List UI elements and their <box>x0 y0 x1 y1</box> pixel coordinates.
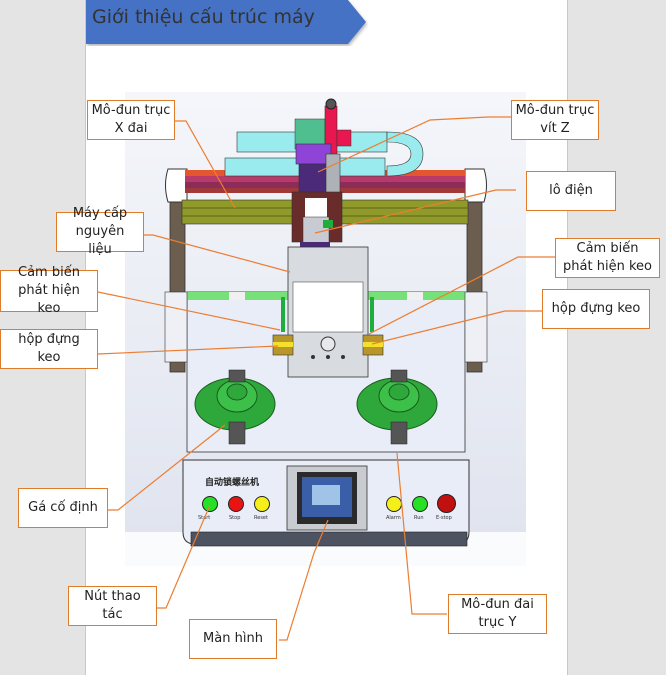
callout-glue-box-right: hộp đựng keo <box>542 289 650 329</box>
callout-buttons: Nút thao tác <box>68 586 157 626</box>
start-button-label: Start <box>198 515 211 521</box>
callout-x-axis-text: Mô-đun trục X đai <box>91 103 171 136</box>
emergency-stop-button[interactable] <box>437 494 456 513</box>
callout-glue-box-right-text: hộp đựng keo <box>551 301 641 316</box>
callout-glue-box-left: hộp đựng keo <box>0 329 98 369</box>
callout-electric-box: lô điện <box>526 171 616 211</box>
banner-arrow-shape <box>86 0 366 44</box>
machine-illustration <box>125 92 526 566</box>
callout-electric-text: lô điện <box>549 183 593 198</box>
callout-glue-box-left-text: hộp đựng keo <box>18 332 80 365</box>
page-title: Giới thiệu cấu trúc máy <box>92 6 315 28</box>
reset-button-label: Reset <box>254 515 268 521</box>
title-banner <box>86 0 366 44</box>
stop-button-label: Stop <box>229 515 241 521</box>
callout-fixture: Gá cố định <box>18 488 108 528</box>
callout-feeder: Máy cấp nguyên liệu <box>56 206 144 257</box>
callout-sensor-right-text: Cảm biến phát hiện keo <box>563 241 652 274</box>
callout-x-axis-module: Mô-đun trục X đai <box>87 100 175 140</box>
callout-fixture-text: Gá cố định <box>28 500 98 515</box>
alarm-button-label: Alarm <box>386 515 401 521</box>
start-button[interactable] <box>202 496 218 512</box>
stop-button[interactable] <box>228 496 244 512</box>
run-button-label: Run <box>414 515 424 521</box>
run-button[interactable] <box>412 496 428 512</box>
callout-screen-text: Màn hình <box>203 631 263 646</box>
callout-y-axis-text: Mô-đun đai trục Y <box>461 597 534 630</box>
callout-sensor-left-text: Cảm biến phát hiện keo <box>18 265 80 316</box>
callout-sensor-right: Cảm biến phát hiện keo <box>555 238 660 278</box>
callout-feeder-text: Máy cấp nguyên liệu <box>72 206 128 257</box>
alarm-button[interactable] <box>386 496 402 512</box>
callout-buttons-text: Nút thao tác <box>84 589 141 622</box>
emergency-stop-button-label: E-stop <box>436 515 452 521</box>
reset-button[interactable] <box>254 496 270 512</box>
callout-z-axis-module: Mô-đun trục vít Z <box>511 100 599 140</box>
callout-y-axis-module: Mô-đun đai trục Y <box>448 594 547 634</box>
fixtures <box>194 369 438 445</box>
callout-sensor-left: Cảm biến phát hiện keo <box>0 265 98 316</box>
callout-z-axis-text: Mô-đun trục vít Z <box>515 103 595 136</box>
callout-screen: Màn hình <box>189 619 277 659</box>
panel-label: 自动锁螺丝机 <box>205 478 260 488</box>
